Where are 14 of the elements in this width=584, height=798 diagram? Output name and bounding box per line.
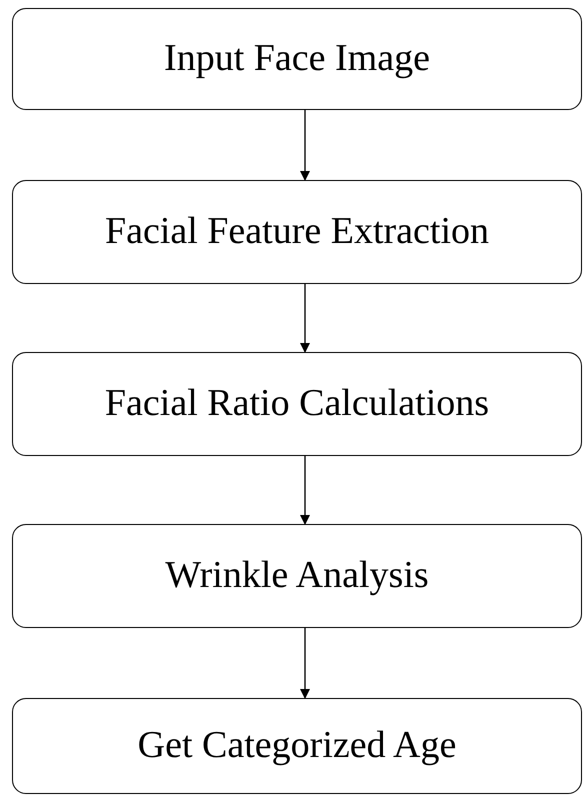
box-label: Wrinkle Analysis bbox=[165, 553, 429, 598]
process-box bbox=[12, 524, 582, 628]
arrow bbox=[300, 284, 310, 353]
process-box bbox=[12, 180, 582, 284]
box-label: Facial Ratio Calculations bbox=[104, 381, 490, 426]
box-label: Input Face Image bbox=[164, 36, 430, 82]
box-label: Facial Feature Extraction bbox=[104, 209, 490, 254]
process-box bbox=[12, 698, 582, 794]
process-box bbox=[12, 352, 582, 456]
process-box bbox=[12, 8, 582, 110]
box-label: Get Categorized Age bbox=[138, 723, 456, 768]
arrow bbox=[300, 110, 310, 181]
arrow bbox=[300, 628, 310, 699]
arrow bbox=[300, 456, 310, 525]
